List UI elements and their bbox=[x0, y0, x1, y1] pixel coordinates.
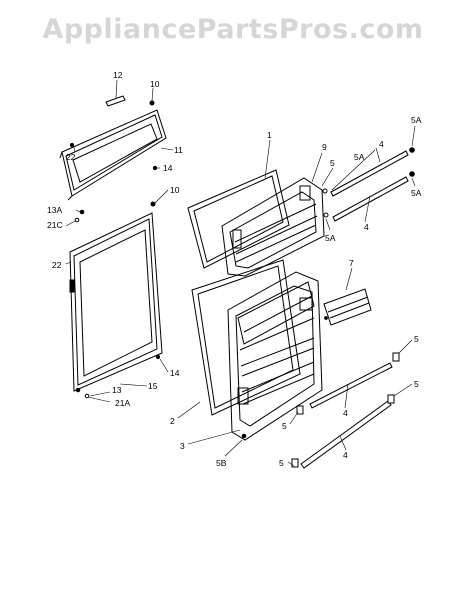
callout-11: 11 bbox=[174, 145, 183, 155]
callout-4: 4 bbox=[379, 139, 384, 149]
part-11-freezer-door-frame bbox=[59, 100, 167, 223]
callout-5b: 5 bbox=[330, 158, 335, 168]
callout-5a: 5A bbox=[411, 115, 422, 125]
leader-lines bbox=[65, 79, 416, 467]
part-15-fresh-food-door-frame bbox=[69, 201, 163, 399]
callout-4: 4 bbox=[343, 408, 348, 418]
callout-13: 13 bbox=[112, 385, 122, 395]
watermark: AppliancePartsPros.com bbox=[42, 14, 424, 45]
callout-14: 14 bbox=[163, 163, 173, 173]
part-1-freezer-gasket bbox=[187, 169, 290, 269]
callout-13a: 13A bbox=[47, 205, 62, 215]
callout-21a: 21A bbox=[115, 398, 130, 408]
part-4-upper-shelf-bars bbox=[322, 147, 415, 222]
callout-4: 4 bbox=[364, 222, 369, 232]
callout-3: 3 bbox=[180, 441, 185, 451]
callout-labels: 12 10 22 11 14 13A 21C 10 22 14 13 15 21… bbox=[47, 70, 422, 468]
part-7-bin bbox=[323, 288, 372, 326]
callout-5b: 5B bbox=[216, 458, 227, 468]
callout-5a: 5A bbox=[354, 152, 365, 162]
callout-9: 9 bbox=[322, 142, 327, 152]
part-4-lower-shelf-bars bbox=[291, 352, 400, 469]
callout-7: 7 bbox=[349, 258, 354, 268]
fresh-food-door-liner bbox=[227, 271, 323, 441]
callout-10: 10 bbox=[150, 79, 160, 89]
callout-5: 5 bbox=[414, 334, 419, 344]
callout-5: 5 bbox=[279, 458, 284, 468]
part-12-trim-strip bbox=[105, 95, 126, 107]
callout-15: 15 bbox=[148, 381, 158, 391]
callout-5a: 5A bbox=[325, 233, 336, 243]
callout-5: 5 bbox=[414, 379, 419, 389]
callout-22: 22 bbox=[66, 152, 76, 162]
freezer-door-liner bbox=[221, 177, 325, 277]
callout-5: 5 bbox=[282, 421, 287, 431]
part-2-fresh-food-gasket bbox=[191, 259, 301, 416]
callout-10: 10 bbox=[170, 185, 180, 195]
callout-22: 22 bbox=[52, 260, 62, 270]
callout-4: 4 bbox=[343, 450, 348, 460]
callout-1: 1 bbox=[267, 130, 272, 140]
callout-2: 2 bbox=[170, 416, 175, 426]
callout-14: 14 bbox=[170, 368, 180, 378]
callout-12: 12 bbox=[113, 70, 123, 80]
callout-5a: 5A bbox=[411, 188, 422, 198]
callout-21c: 21C bbox=[47, 220, 63, 230]
